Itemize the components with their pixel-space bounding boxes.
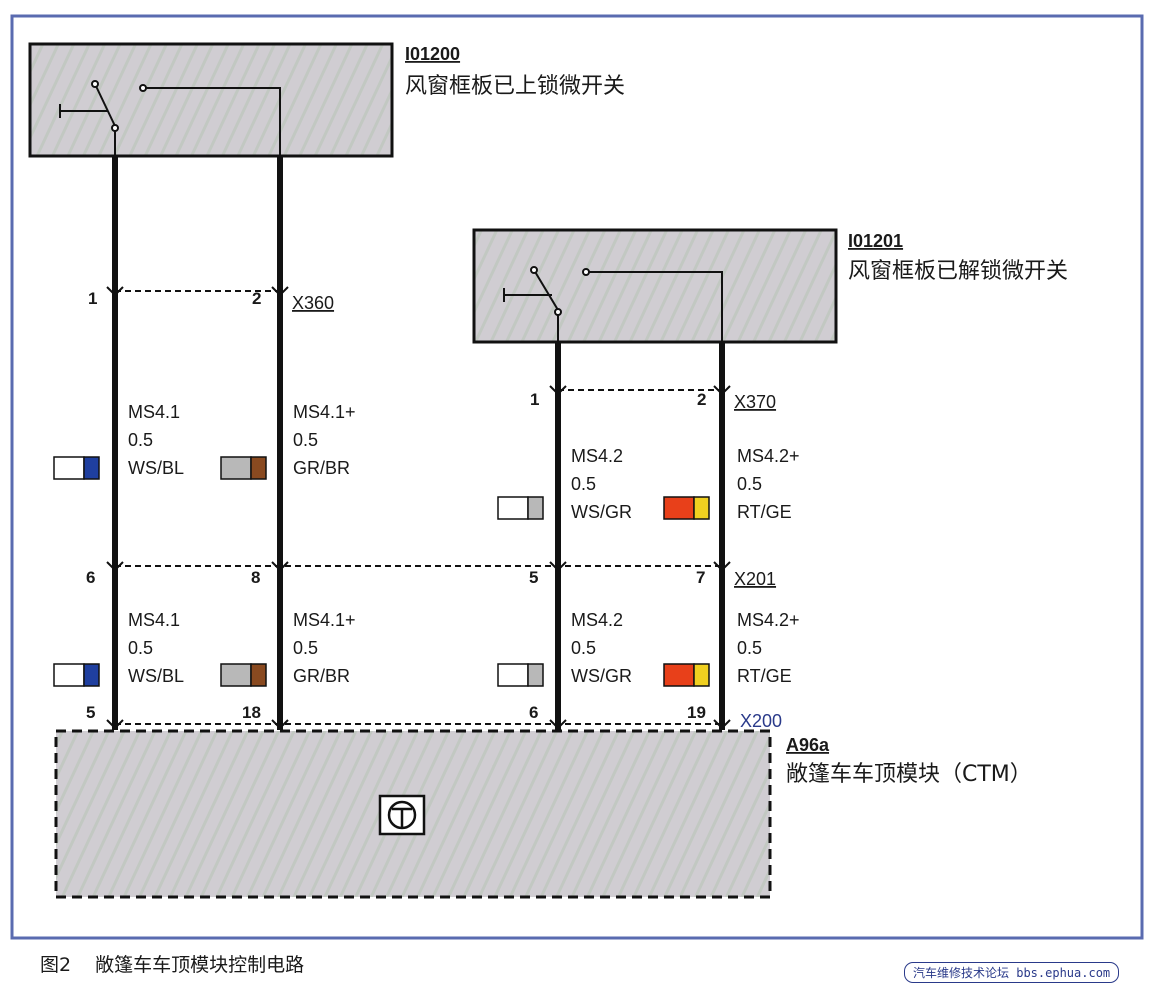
wire-color: GR/BR <box>293 458 350 478</box>
wire-labels-upper: MS4.1 0.5 WS/BL MS4.1+ 0.5 GR/BR MS4.2 0… <box>128 402 800 522</box>
switch-locked-id: I01200 <box>405 44 460 64</box>
diagram-frame <box>10 14 1144 940</box>
wire-signal: MS4.1 <box>128 402 180 422</box>
wire-size: 0.5 <box>571 474 596 494</box>
wire-signal: MS4.2+ <box>737 610 800 630</box>
switch-unlocked-name: 风窗框板已解锁微开关 <box>848 259 1068 284</box>
pin-chevrons <box>106 286 731 730</box>
pin-x370-1: 1 <box>530 390 539 409</box>
connector-x201-label: X201 <box>734 569 776 589</box>
pin-x360-1: 1 <box>88 289 97 308</box>
forum-watermark: 汽车维修技术论坛 bbs.ephua.com <box>904 962 1120 983</box>
wire-size: 0.5 <box>737 638 762 658</box>
figure-caption: 图2 敞篷车车顶模块控制电路 <box>40 950 322 977</box>
switch-unlocked-id: I01201 <box>848 231 903 251</box>
module-name: 敞篷车车顶模块（CTM） <box>786 762 1032 787</box>
connector-lines <box>115 290 722 725</box>
figure-number: 图2 <box>40 954 72 976</box>
pin-x201-6: 6 <box>86 568 95 587</box>
pin-x200-18: 18 <box>242 703 261 722</box>
wire-size: 0.5 <box>128 430 153 450</box>
wire-size: 0.5 <box>293 430 318 450</box>
pin-x370-2: 2 <box>697 390 706 409</box>
wire-swatches <box>53 456 710 687</box>
switch-locked[interactable] <box>28 42 394 158</box>
connector-x200-label: X200 <box>740 711 782 731</box>
wire-swatch-icon <box>663 663 710 687</box>
switch-unlocked-box <box>472 228 838 344</box>
wire-signal: MS4.1+ <box>293 402 356 422</box>
figure-title: 敞篷车车顶模块控制电路 <box>95 954 305 976</box>
pin-x201-8: 8 <box>251 568 260 587</box>
wire-color: WS/BL <box>128 458 184 478</box>
module-id: A96a <box>786 735 830 755</box>
wire-labels-lower: MS4.1 0.5 WS/BL MS4.1+ 0.5 GR/BR MS4.2 0… <box>128 610 800 686</box>
pin-x200-5: 5 <box>86 703 95 722</box>
wire-swatch-icon <box>220 456 267 480</box>
wire-swatch-icon <box>497 496 544 520</box>
switch-locked-name: 风窗框板已上锁微开关 <box>405 74 625 99</box>
pin-x360-2: 2 <box>252 289 261 308</box>
wire-color: WS/GR <box>571 666 632 686</box>
pin-x201-5: 5 <box>529 568 538 587</box>
pin-x200-19: 19 <box>687 703 706 722</box>
switch-locked-box <box>28 42 394 158</box>
wire-signal: MS4.1+ <box>293 610 356 630</box>
wire-color: RT/GE <box>737 502 792 522</box>
wire-swatch-icon <box>497 663 544 687</box>
wire-size: 0.5 <box>128 638 153 658</box>
wire-signal: MS4.2 <box>571 610 623 630</box>
connector-x360-label: X360 <box>292 293 334 313</box>
switch-unlocked[interactable] <box>472 228 838 344</box>
module-ctm[interactable] <box>54 729 772 899</box>
wire-size: 0.5 <box>293 638 318 658</box>
wire-signal: MS4.2+ <box>737 446 800 466</box>
pin-x200-6: 6 <box>529 703 538 722</box>
pin-x201-7: 7 <box>696 568 705 587</box>
switch-locked-symbol-icon <box>59 80 281 156</box>
wire-signal: MS4.1 <box>128 610 180 630</box>
ground-module-icon <box>378 794 426 836</box>
wire-swatch-icon <box>53 663 100 687</box>
wire-swatch-icon <box>53 456 100 480</box>
wire-swatch-icon <box>220 663 267 687</box>
wire-color: WS/BL <box>128 666 184 686</box>
wire-color: WS/GR <box>571 502 632 522</box>
wire-size: 0.5 <box>737 474 762 494</box>
connector-x370-label: X370 <box>734 392 776 412</box>
wire-color: RT/GE <box>737 666 792 686</box>
wire-signal: MS4.2 <box>571 446 623 466</box>
switch-unlocked-symbol-icon <box>503 266 723 342</box>
wire-size: 0.5 <box>571 638 596 658</box>
wire-color: GR/BR <box>293 666 350 686</box>
wire-swatch-icon <box>663 496 710 520</box>
wires <box>112 156 725 730</box>
